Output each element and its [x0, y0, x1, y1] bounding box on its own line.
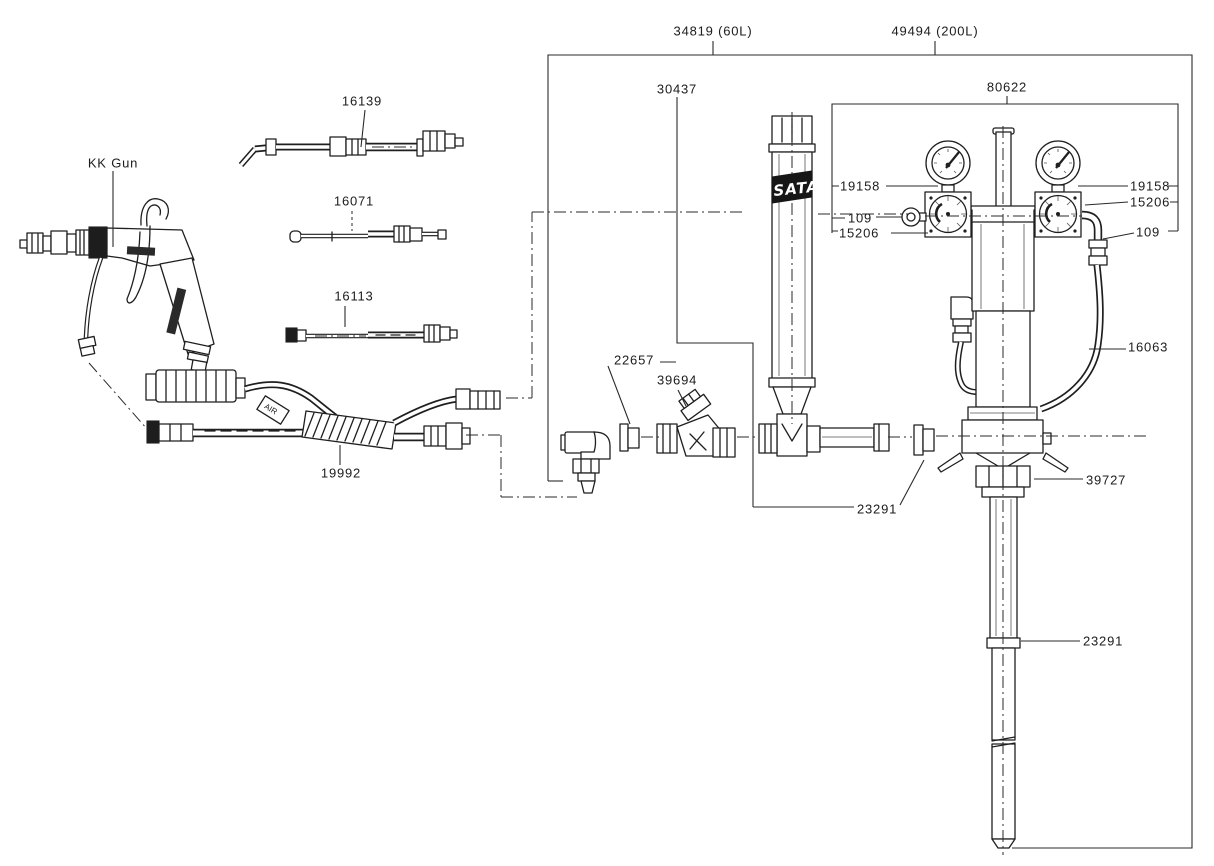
label-16113: 16113 — [334, 288, 374, 304]
pressure-gauge-right — [1035, 140, 1081, 193]
drum-wing-left — [937, 452, 964, 473]
bracket-lines — [547, 41, 1193, 849]
label-22657: 22657 — [614, 352, 655, 368]
label-109-right: 109 — [1136, 224, 1161, 240]
brand-band-text: SATA — [773, 177, 820, 200]
regulator-left — [924, 191, 972, 238]
label-80622: 80622 — [986, 79, 1028, 95]
label-19158-left: 19158 — [840, 178, 881, 194]
label-15206-left: 15206 — [839, 225, 880, 241]
elbow-fitting — [560, 431, 611, 494]
label-15206-right: 15206 — [1130, 194, 1171, 210]
strainer-valve-39694 — [656, 388, 736, 458]
brand-band — [771, 170, 813, 204]
drum-wing-right — [1042, 452, 1069, 473]
leader-lines — [112, 109, 1178, 642]
fitting-109-left — [901, 207, 927, 227]
coupler-22657 — [619, 423, 640, 452]
regulator-right — [1034, 191, 1082, 238]
label-30437: 30437 — [656, 81, 698, 97]
extension-tube-16071 — [289, 225, 447, 243]
fitting-109-right — [1081, 210, 1108, 266]
label-39727: 39727 — [1086, 472, 1127, 488]
pump-side-hose — [950, 296, 978, 395]
coupler-23291-mid — [913, 424, 935, 456]
label-16139: 16139 — [341, 93, 383, 109]
regulator-assembly — [901, 127, 1108, 266]
air-tag: AIR — [256, 395, 290, 425]
label-39694: 39694 — [657, 372, 698, 388]
label-kk-gun: KK Gun — [87, 155, 139, 171]
label-23291-lower: 23291 — [1083, 633, 1124, 649]
label-19992: 19992 — [320, 465, 362, 481]
label-kit-60l: 34819 (60L) — [673, 23, 753, 39]
spray-gun — [19, 198, 215, 381]
label-16063: 16063 — [1128, 339, 1169, 355]
label-19158-right: 19158 — [1130, 178, 1171, 194]
surge-tank: SATA — [758, 115, 821, 457]
label-kit-200l: 49494 (200L) — [891, 23, 979, 39]
bung-nut-39727 — [975, 465, 1031, 498]
hose-assembly-19992: AIR — [145, 369, 501, 450]
suction-pipe — [819, 423, 890, 452]
label-23291-mid: 23291 — [857, 501, 898, 517]
centerlines — [88, 112, 1146, 855]
extension-tube-16139 — [238, 130, 464, 167]
label-16071: 16071 — [333, 193, 375, 209]
label-109-left: 109 — [848, 210, 873, 226]
extension-tube-16113 — [285, 324, 458, 343]
air-hose-16063 — [1039, 264, 1104, 413]
pressure-gauge-left — [925, 140, 971, 193]
